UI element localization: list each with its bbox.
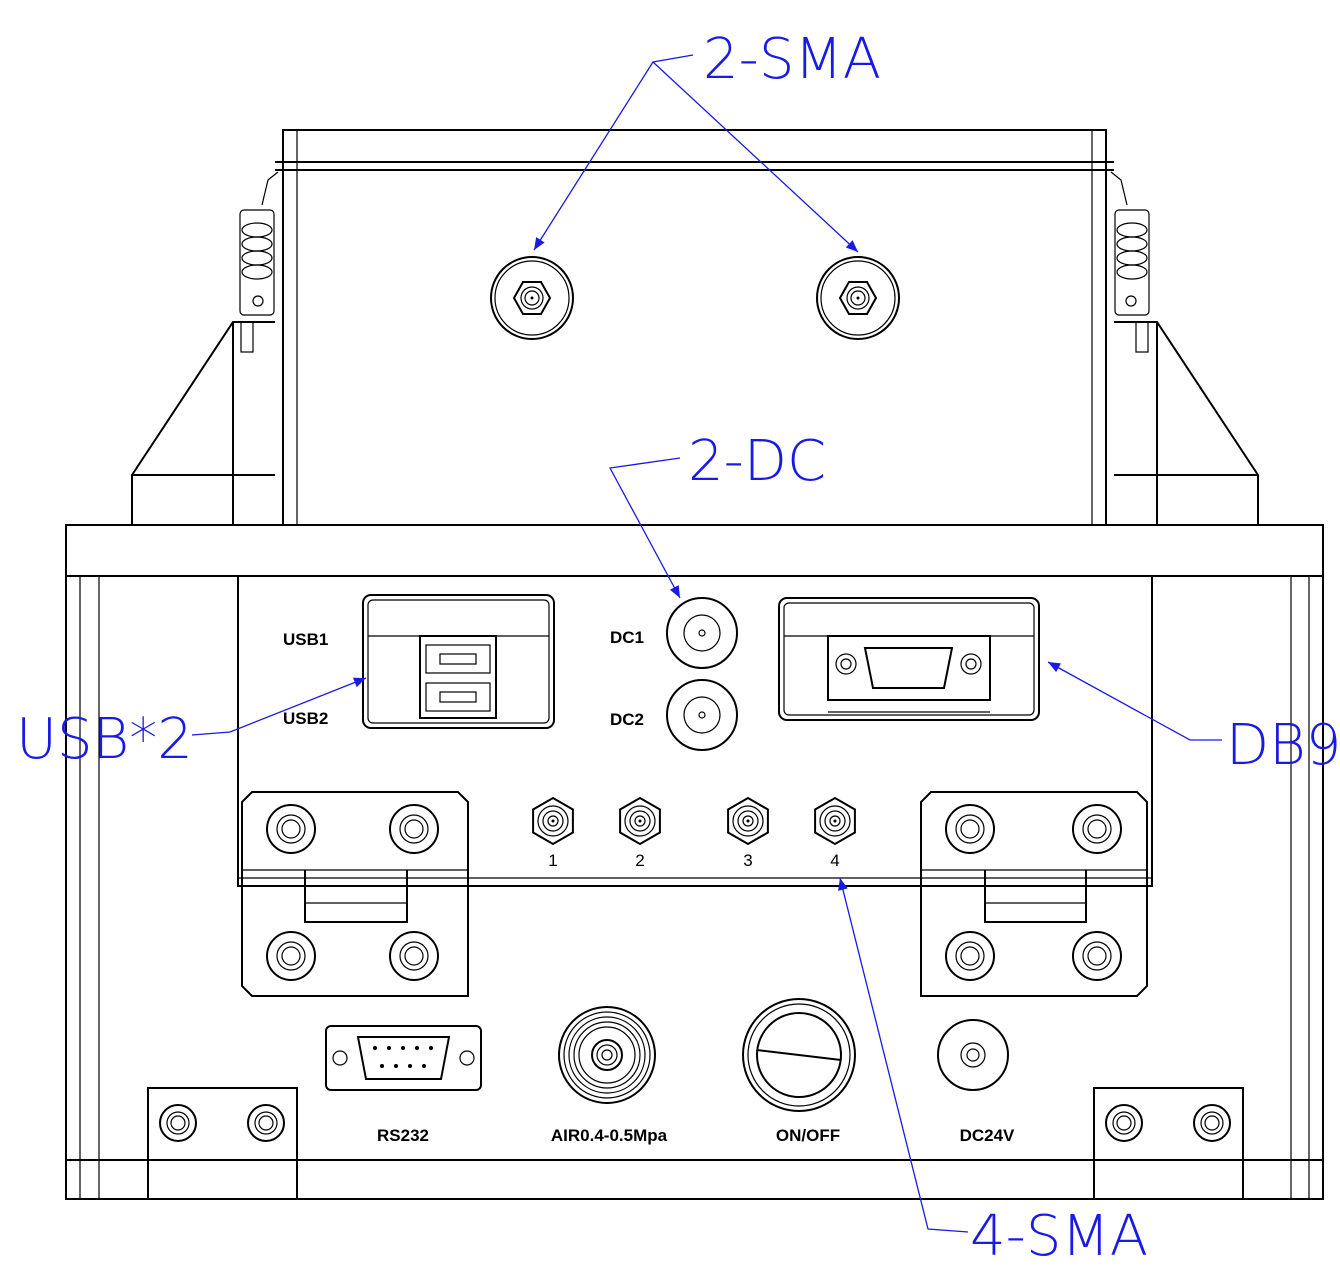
callout-label-2-dc: 2-DC	[688, 429, 826, 494]
callout-label-db9: DB9	[1226, 713, 1340, 778]
right-hinge-plate	[920, 791, 1148, 997]
callout-usb: USB*2	[16, 677, 367, 772]
sma-port-3-label: 3	[743, 851, 752, 870]
callout-label-usb: USB*2	[16, 707, 193, 772]
callout-label-4-sma: 4-SMA	[970, 1204, 1148, 1269]
right-latch-icon	[1110, 171, 1150, 353]
usb2-label: USB2	[283, 709, 328, 728]
callout-db9: DB9	[1047, 661, 1340, 778]
top-sma-connector-right-icon	[816, 256, 900, 340]
sma-port-3-icon	[727, 796, 769, 846]
power-switch-label: ON/OFF	[776, 1126, 840, 1145]
db9-port-module-icon	[778, 597, 1040, 721]
left-latch-icon	[239, 171, 279, 353]
sma-port-2-label: 2	[635, 851, 644, 870]
sma-port-row: 1 2 3 4	[532, 796, 856, 870]
dc1-label: DC1	[610, 628, 644, 647]
callout-sma-top: 2-SMA	[533, 27, 881, 253]
dc2-label: DC2	[610, 710, 644, 729]
callout-dc: 2-DC	[608, 429, 826, 599]
rs232-label: RS232	[377, 1126, 429, 1145]
dc1-jack-icon	[666, 597, 738, 669]
right-foot-bracket	[1093, 1087, 1244, 1200]
air-inlet-fitting-icon	[558, 1006, 656, 1104]
callout-sma-bottom: 4-SMA	[838, 877, 1148, 1269]
dc24v-jack-icon	[937, 1019, 1009, 1091]
dc24v-label: DC24V	[960, 1126, 1015, 1145]
dc2-jack-icon	[666, 679, 738, 751]
rs232-connector-icon	[325, 1025, 482, 1091]
left-foot-bracket	[147, 1087, 298, 1200]
sma-port-1-label: 1	[548, 851, 557, 870]
top-sma-connector-left-icon	[490, 256, 574, 340]
main-enclosure	[65, 524, 1324, 1200]
air-inlet-label: AIR0.4-0.5Mpa	[551, 1126, 668, 1145]
callout-label-2-sma: 2-SMA	[703, 27, 881, 92]
sma-port-4-label: 4	[830, 851, 839, 870]
usb-port-module-icon	[362, 594, 555, 729]
sma-port-1-icon	[532, 796, 574, 846]
left-hinge-plate	[241, 791, 469, 997]
sma-port-2-icon	[619, 796, 661, 846]
sma-port-4-icon	[814, 796, 856, 846]
usb1-label: USB1	[283, 630, 328, 649]
power-switch-icon	[742, 998, 856, 1112]
